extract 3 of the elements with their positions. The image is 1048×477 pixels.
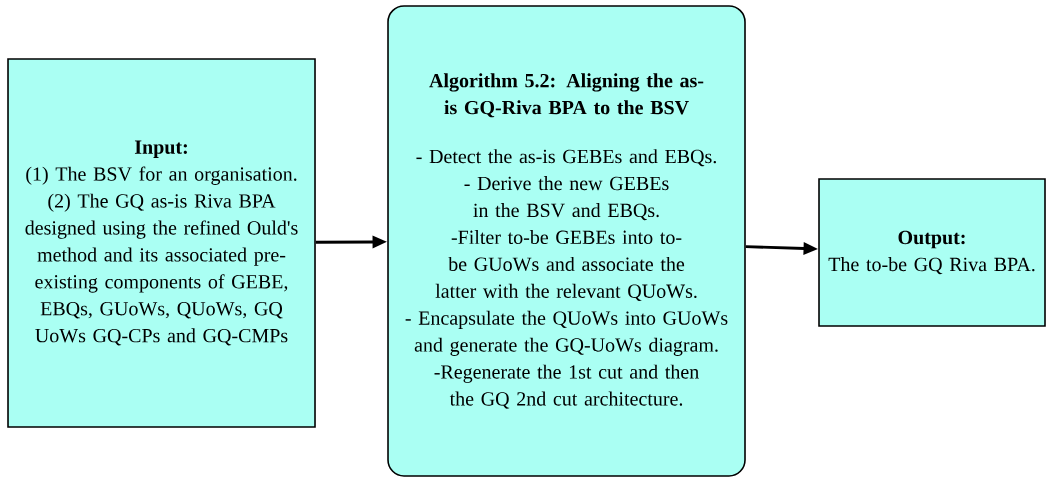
process-box: Input: (1) The BSV for an organisation. (2) The GQ as-is Riva BPA designed using the refined Ould's method and its associated pre-existing components of GEBE, EBQs, GUoWs, QUoWs, GQ UoWs GQ-CPs and GQ-CMPs [7, 58, 316, 428]
process-box: Algorithm 5.2: Aligning the as-is GQ-Riva BPA to the BSV - Detect the as-is GEBEs and EBQs. - Derive the new GEBEs in the BSV and EBQs. -Filter to-be GEBEs into to-be GUoWs and associate the latter with the relevant QUoWs. - Encapsulate the QUoWs into GUoWs and generate the GQ-UoWs diagram. -Regenerate the 1st cut and then the GQ 2nd cut architecture. [387, 5, 746, 477]
process-box: Output: The to-be GQ Riva BPA. [818, 178, 1046, 327]
